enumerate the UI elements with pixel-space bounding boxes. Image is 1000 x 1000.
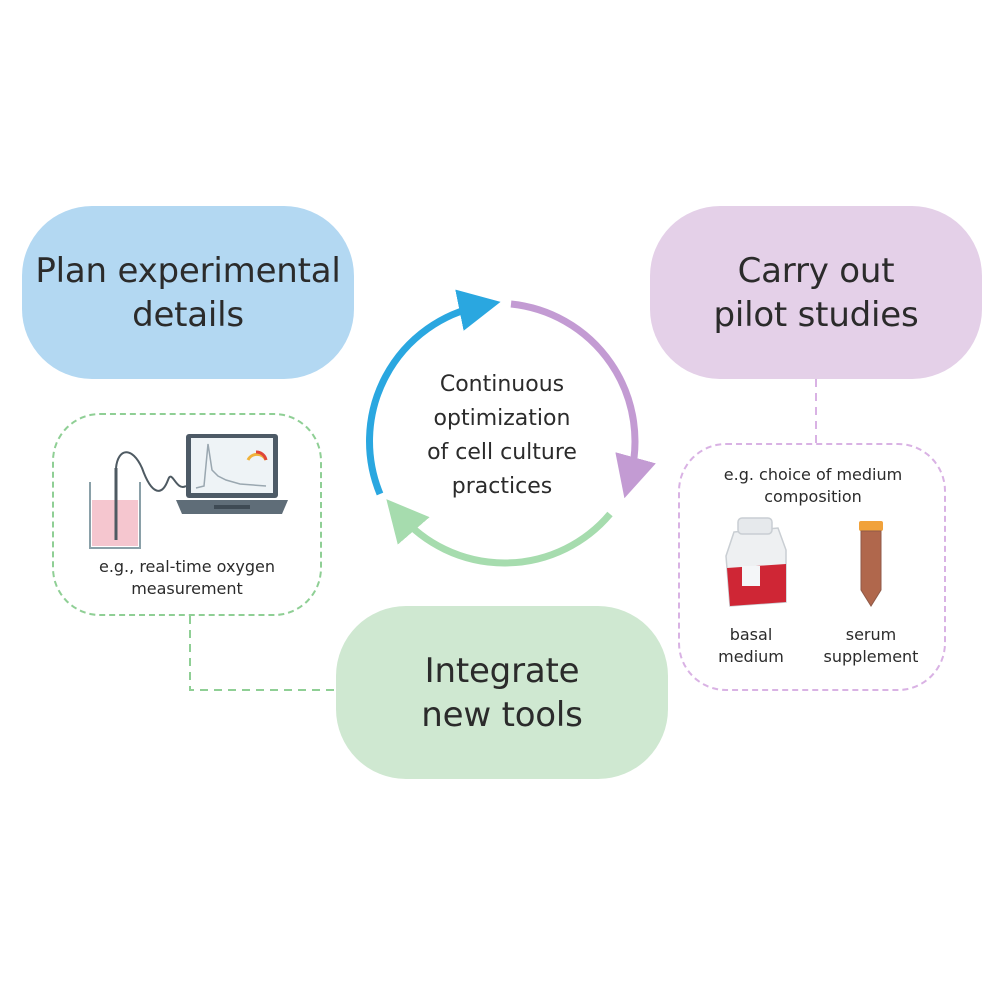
arrow-purple <box>510 300 656 499</box>
integrate-new-tools-box: Integrate new tools <box>336 606 668 779</box>
arrow-green <box>386 499 613 567</box>
cycle-center-label: Continuous optimization of cell culture … <box>427 372 577 499</box>
plan-experimental-details-box: Plan experimental details <box>22 206 354 379</box>
laptop-icon <box>176 434 288 514</box>
carry-out-pilot-studies-box: Carry out pilot studies <box>650 206 982 379</box>
medium-composition-example <box>678 443 946 691</box>
oxygen-measurement-example <box>52 413 322 616</box>
serum-supplement-label: serum supplement <box>823 625 919 666</box>
medium-bottle-icon <box>725 517 787 607</box>
arrow-blue <box>366 289 501 496</box>
connector-left <box>189 616 336 691</box>
oxygen-probe-icon <box>114 451 187 540</box>
medium-composition-caption: e.g. choice of medium composition <box>723 465 903 506</box>
oxygen-measurement-caption: e.g., real-time oxygen measurement <box>98 557 276 598</box>
basal-medium-label: basal medium <box>718 625 784 666</box>
serum-tube-icon <box>859 521 883 607</box>
